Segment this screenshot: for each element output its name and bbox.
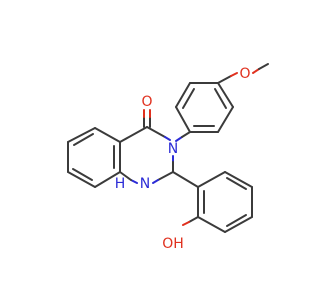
bond — [188, 216, 199, 223]
dihydroquinazolinone-ring — [119, 109, 174, 184]
double-bond-inner — [72, 168, 93, 181]
benzo-ring — [67, 127, 121, 188]
hydroxyphenyl-ring — [197, 171, 253, 233]
amine-hydrogen-label: H — [115, 176, 126, 192]
bond — [182, 221, 190, 226]
bond — [181, 131, 191, 138]
bond — [119, 171, 132, 181]
hydroxyl-label: OH — [162, 236, 184, 252]
bond — [146, 126, 166, 138]
double-bond-inner — [73, 133, 94, 146]
carbonyl-oxygen-label: O — [141, 94, 152, 110]
bond — [258, 63, 269, 70]
bond — [94, 127, 121, 143]
double-bond-inner — [226, 214, 247, 227]
bond — [119, 126, 148, 143]
bond — [157, 171, 174, 181]
bond — [152, 179, 159, 184]
bond — [67, 127, 96, 143]
bond — [175, 136, 183, 142]
bond — [197, 216, 226, 233]
bond — [67, 171, 96, 188]
double-bond-inner — [214, 88, 227, 109]
bond — [217, 106, 234, 133]
bond — [175, 82, 191, 108]
bond — [217, 82, 234, 108]
double-bond-inner — [182, 88, 195, 109]
methoxyphenyl-ring — [175, 82, 234, 133]
bond — [224, 171, 253, 188]
bond — [224, 216, 253, 233]
bond — [217, 75, 232, 84]
double-bond-inner — [226, 177, 247, 190]
bond — [164, 136, 171, 141]
bond — [197, 171, 226, 188]
amine-nitrogen-label: N — [140, 176, 150, 192]
bond — [172, 171, 199, 188]
methoxy-oxygen-label: O — [239, 66, 250, 82]
molecule-structure-diagram: O N N H O OH — [67, 63, 269, 252]
molecule-svg: O N N H O OH — [67, 63, 269, 252]
bond — [94, 171, 121, 188]
bond — [230, 72, 238, 77]
bond — [252, 68, 260, 74]
ring-nitrogen-label: N — [168, 141, 178, 157]
bond — [175, 106, 191, 133]
bond — [130, 179, 138, 184]
